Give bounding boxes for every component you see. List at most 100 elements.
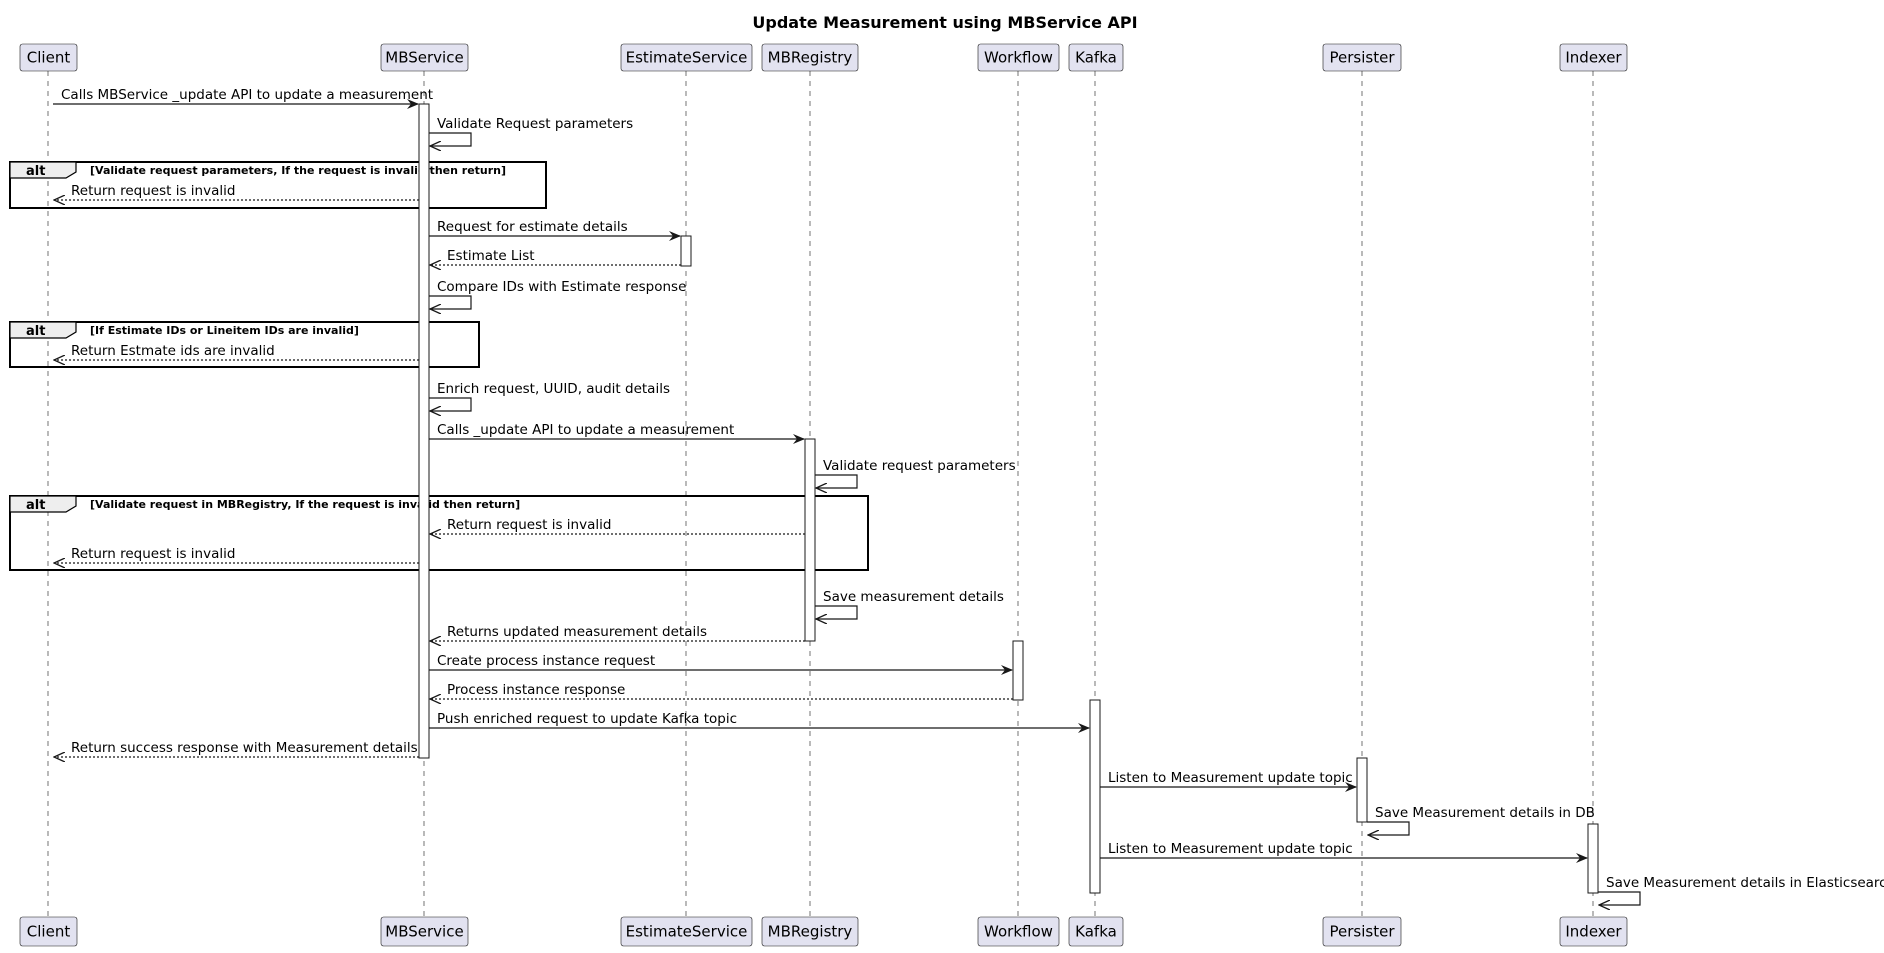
fragment-frame <box>9 495 869 571</box>
participant-label: MBService <box>385 49 463 67</box>
participant-label: Kafka <box>1075 923 1117 941</box>
activation-bar-mbregistry <box>804 438 816 642</box>
participant-box <box>761 916 859 947</box>
fragment-keyword: alt <box>26 164 45 179</box>
self-message-arrow <box>815 474 858 488</box>
participant-label: Workflow <box>984 923 1053 941</box>
message: Compare IDs with Estimate response <box>429 279 686 309</box>
fragment-frame <box>9 161 547 209</box>
participant-box <box>1322 43 1402 72</box>
message-label: Estimate List <box>447 248 535 264</box>
message: Request for estimate details <box>429 219 681 241</box>
message: Calls _update API to update a measuremen… <box>429 422 805 444</box>
message-label: Listen to Measurement update topic <box>1108 770 1353 786</box>
message: Validate Request parameters <box>429 116 633 146</box>
message-label: Return Estmate ids are invalid <box>71 343 275 359</box>
message-label: Return request is invalid <box>71 546 235 562</box>
participant-kafka-top: Kafka <box>1068 43 1124 72</box>
participant-box <box>1068 43 1124 72</box>
participant-label: MBRegistry <box>768 923 853 941</box>
message-label: Push enriched request to update Kafka to… <box>437 711 737 727</box>
activation-bar-workflow <box>1012 640 1024 701</box>
participant-workflow-top: Workflow <box>977 43 1060 72</box>
participant-label: Client <box>27 49 71 67</box>
message-label: Return success response with Measurement… <box>71 740 418 756</box>
message: Return request is invalid <box>54 546 419 563</box>
alt-fragment: alt [Validate request parameters, If the … <box>9 161 547 209</box>
participant-label: EstimateService <box>626 923 748 941</box>
participant-label: Kafka <box>1075 49 1117 67</box>
self-message-arrow <box>429 132 472 146</box>
participant-box <box>977 916 1060 947</box>
participant-box <box>19 916 78 947</box>
message-label: Enrich request, UUID, audit details <box>437 381 670 397</box>
participant-mbregistry-top: MBRegistry <box>761 43 859 72</box>
activation-bar-indexer <box>1587 823 1599 894</box>
message: Return request is invalid <box>430 517 805 534</box>
participant-box <box>1559 916 1628 947</box>
participant-label: Indexer <box>1565 49 1622 67</box>
message: Create process instance request <box>429 653 1013 675</box>
message-label: Request for estimate details <box>437 219 628 235</box>
message: Save measurement details <box>815 589 1004 619</box>
fragment-keyword: alt <box>26 498 45 513</box>
participant-label: Persister <box>1330 923 1396 941</box>
participant-label: MBRegistry <box>768 49 853 67</box>
participant-kafka-bottom: Kafka <box>1068 916 1124 947</box>
message: Calls MBService _update API to update a … <box>53 87 433 109</box>
message: Listen to Measurement update topic <box>1100 841 1588 863</box>
participant-box <box>977 43 1060 72</box>
self-message-arrow <box>429 295 472 309</box>
fragment-tab <box>9 495 77 513</box>
fragment-tab <box>9 321 77 339</box>
alt-fragment: alt[If Estimate IDs or Lineitem IDs are … <box>9 321 480 368</box>
diagram-title: Update Measurement using MBService API <box>752 13 1137 32</box>
message: Validate request parameters <box>815 458 1016 488</box>
activation-bar-kafka <box>1089 699 1101 894</box>
participant-persister-bottom: Persister <box>1322 916 1402 947</box>
fragment-condition: [Validate request parameters, If the req… <box>90 164 506 177</box>
participant-box <box>380 916 469 947</box>
self-message-arrow <box>1598 891 1641 905</box>
participant-workflow-bottom: Workflow <box>977 916 1060 947</box>
participant-label: Client <box>27 923 71 941</box>
participant-mbservice-bottom: MBService <box>380 916 469 947</box>
fragment-tab <box>9 161 77 179</box>
message: Listen to Measurement update topic <box>1100 770 1357 792</box>
message-label: Compare IDs with Estimate response <box>437 279 686 295</box>
message: Process instance response <box>430 682 1013 699</box>
message-label: Calls _update API to update a measuremen… <box>437 422 734 438</box>
participant-persister-top: Persister <box>1322 43 1402 72</box>
participant-estimate-top: EstimateService <box>620 43 753 72</box>
message-label: Process instance response <box>447 682 625 698</box>
participant-box <box>620 43 753 72</box>
message-label: Calls MBService _update API to update a … <box>61 87 433 103</box>
message: Return Estmate ids are invalid <box>54 343 419 360</box>
message: Return request is invalid <box>54 183 419 200</box>
message: Enrich request, UUID, audit details <box>429 381 670 411</box>
message-label: Save Measurement details in Elasticsearc… <box>1606 875 1884 891</box>
activation-bar-persister <box>1356 757 1368 823</box>
message-label: Listen to Measurement update topic <box>1108 841 1353 857</box>
message-label: Returns updated measurement details <box>447 624 707 640</box>
participant-label: MBService <box>385 923 463 941</box>
message-label: Save Measurement details in DB <box>1375 805 1595 821</box>
activation-bar-estimate <box>680 235 692 267</box>
participant-client-bottom: Client <box>19 916 78 947</box>
participant-box <box>1322 916 1402 947</box>
participant-mbregistry-bottom: MBRegistry <box>761 916 859 947</box>
message: Returns updated measurement details <box>430 624 805 641</box>
participant-box <box>620 916 753 947</box>
message-label: Validate Request parameters <box>437 116 633 132</box>
fragment-keyword: alt <box>26 324 45 339</box>
participant-mbservice-top: MBService <box>380 43 469 72</box>
fragment-frame <box>9 321 480 368</box>
participant-box <box>1559 43 1628 72</box>
message: Push enriched request to update Kafka to… <box>429 711 1090 733</box>
participant-box <box>19 43 78 72</box>
participant-box <box>380 43 469 72</box>
message-label: Save measurement details <box>823 589 1004 605</box>
message: Estimate List <box>430 248 681 265</box>
message: Return success response with Measurement… <box>54 740 419 757</box>
